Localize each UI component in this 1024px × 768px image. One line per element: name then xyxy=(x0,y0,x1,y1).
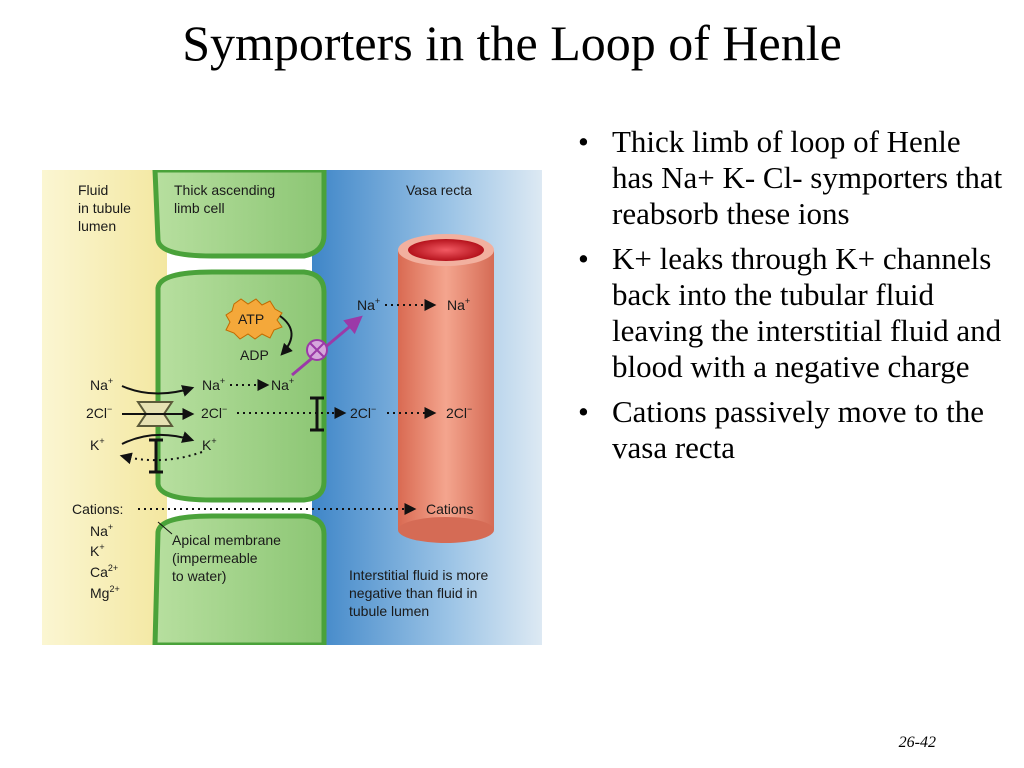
apical-label-line3: to water) xyxy=(172,568,226,584)
fluid-label-line2: in tubule xyxy=(78,200,131,216)
apical-pointer xyxy=(157,521,173,535)
k-lumen-label: K+ xyxy=(90,436,105,453)
vasa-recta-label: Vasa recta xyxy=(406,182,472,198)
adp-label: ADP xyxy=(240,347,269,363)
cations-lumen-label: Cations: xyxy=(72,501,123,517)
cation-k: K+ xyxy=(90,542,105,559)
vasa-recta-bottom xyxy=(398,517,494,543)
vasa-recta-vessel xyxy=(398,250,494,530)
cell-label-line1: Thick ascending xyxy=(174,182,275,198)
k-channel-icon xyxy=(149,438,163,474)
na-cell-label: Na+ xyxy=(202,376,225,393)
atp-to-adp-arrow xyxy=(279,315,293,356)
vasa-recta-lumen xyxy=(408,239,484,261)
na-cell-label-2: Na+ xyxy=(271,376,294,393)
fluid-label-line1: Fluid xyxy=(78,182,108,198)
cl-vessel-label: 2Cl− xyxy=(446,404,472,421)
symporter-arrow-na xyxy=(121,385,195,397)
slide-title: Symporters in the Loop of Henle xyxy=(182,15,842,71)
bullet-list: Thick limb of loop of Henle has Na+ K- C… xyxy=(578,124,1008,475)
interstitial-label-line2: negative than fluid in xyxy=(349,585,477,601)
symporter-arrow-k xyxy=(121,431,195,445)
cl-lumen-label: 2Cl− xyxy=(86,404,112,421)
cell-label-line2: limb cell xyxy=(174,200,225,216)
na-interstitial-label: Na+ xyxy=(357,296,380,313)
cations-vessel-label: Cations xyxy=(426,501,473,517)
cation-ca: Ca2+ xyxy=(90,563,118,580)
cl-interstitial-label: 2Cl− xyxy=(350,404,376,421)
cation-mg: Mg2+ xyxy=(90,584,120,601)
bullet-item: K+ leaks through K+ channels back into t… xyxy=(578,241,1008,385)
k-leak-arrow xyxy=(119,451,203,465)
na-lumen-label: Na+ xyxy=(90,376,113,393)
interstitial-label-line1: Interstitial fluid is more xyxy=(349,567,488,583)
loop-of-henle-diagram: Fluid in tubule lumen Thick ascending li… xyxy=(42,170,542,645)
slide-number: 26-42 xyxy=(898,734,936,751)
cl-channel-icon xyxy=(310,396,324,432)
interstitial-label-line3: tubule lumen xyxy=(349,603,429,619)
bullet-item: Cations passively move to the vasa recta xyxy=(578,394,1008,466)
fluid-label-line3: lumen xyxy=(78,218,116,234)
cation-na: Na+ xyxy=(90,522,113,539)
limb-cell-top xyxy=(152,170,327,259)
atp-starburst xyxy=(225,298,283,340)
apical-label-line1: Apical membrane xyxy=(172,532,281,548)
limb-cell-middle xyxy=(155,269,327,503)
na-vessel-label: Na+ xyxy=(447,296,470,313)
atp-label: ATP xyxy=(238,311,264,327)
limb-cell-bottom xyxy=(152,513,327,645)
cl-cell-label: 2Cl− xyxy=(201,404,227,421)
k-cell-label: K+ xyxy=(202,436,217,453)
bullet-item: Thick limb of loop of Henle has Na+ K- C… xyxy=(578,124,1008,232)
apical-label-line2: (impermeable xyxy=(172,550,258,566)
